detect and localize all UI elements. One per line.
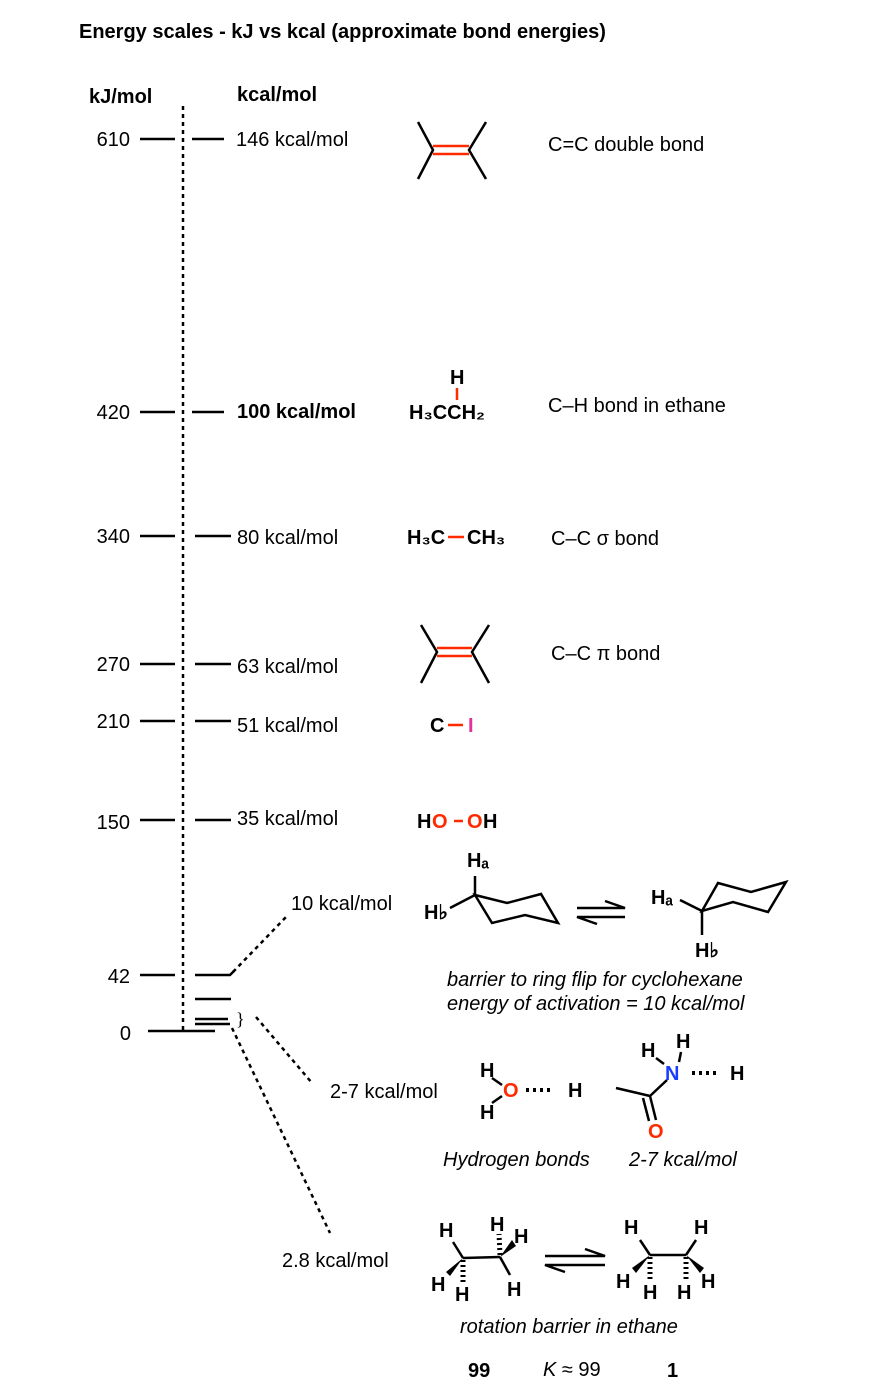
level-42: 42 10 kcal/mol — [108, 893, 392, 988]
atom-h: H — [480, 1060, 494, 1082]
kcal-value: 100 kcal/mol — [237, 401, 356, 423]
kcal-value: 63 kcal/mol — [237, 656, 338, 678]
kj-value: 42 — [108, 966, 130, 988]
kcal-header: kcal/mol — [237, 84, 317, 106]
level-610: 610 146 kcal/mol C=C double bond — [97, 129, 705, 156]
atom-h: H — [514, 1226, 528, 1248]
atom-h: H — [641, 1040, 655, 1062]
alkene-pi-structure — [419, 624, 491, 684]
hbond-caption: Hydrogen bonds — [443, 1149, 590, 1171]
kj-value: 150 — [97, 812, 130, 834]
atom-h: H — [417, 811, 431, 833]
formula-left: H₃C — [407, 527, 445, 549]
atom-o: O — [648, 1121, 664, 1143]
level-0: 0 — [120, 1023, 215, 1045]
ci-structure: C I — [430, 715, 474, 737]
atom-ha: Hₐ — [651, 887, 673, 909]
kcal-value: 51 kcal/mol — [237, 715, 338, 737]
kj-value: 340 — [97, 526, 130, 548]
bond-description: C–C π bond — [551, 643, 660, 665]
ethane-rotated: H H H H H H — [616, 1217, 715, 1304]
kcal-value: 146 kcal/mol — [236, 129, 348, 151]
atom-h: H — [730, 1063, 744, 1085]
atom-h: H — [490, 1214, 504, 1236]
atom-i: I — [468, 715, 474, 737]
rotation-energy: 2.8 kcal/mol — [282, 1250, 389, 1272]
atom-h: H — [701, 1271, 715, 1293]
atom-h: H — [624, 1217, 638, 1239]
rotation-equilibrium-arrows — [544, 1247, 606, 1274]
rotation-leader — [230, 1027, 332, 1234]
brace: } — [236, 1009, 245, 1029]
alkene-structure — [416, 121, 488, 180]
diagram-title: Energy scales - kJ vs kcal (approximate … — [79, 21, 606, 43]
level-340: 340 80 kcal/mol C–C σ bond — [97, 526, 659, 550]
atom-h: H — [431, 1274, 445, 1296]
kj-value: 210 — [97, 711, 130, 733]
bond-description: C–C σ bond — [551, 528, 659, 550]
atom-h: H — [507, 1279, 521, 1301]
atom-c: C — [430, 715, 444, 737]
atom-h: H — [568, 1080, 582, 1102]
atom-hb: H♭ — [695, 940, 719, 962]
equilibrium-constant: K ≈ 99 — [543, 1359, 601, 1381]
atom-h: H — [480, 1102, 494, 1124]
hbond-energy: 2-7 kcal/mol — [330, 1081, 438, 1103]
rotation-caption: rotation barrier in ethane — [460, 1316, 678, 1338]
atom-o: O — [467, 811, 483, 833]
kj-value: 420 — [97, 402, 130, 424]
atom-hb: H♭ — [424, 902, 448, 924]
atom-h: H — [676, 1031, 690, 1053]
cyclohexane-chair-1: Hₐ H♭ — [424, 850, 561, 925]
atom-h: H — [483, 811, 497, 833]
cyclohexane-chair-2: Hₐ H♭ — [651, 879, 789, 962]
water-hbond: H H O H — [480, 1060, 582, 1124]
formula-right: CH₃ — [467, 527, 505, 549]
kcal-value: 35 kcal/mol — [237, 808, 338, 830]
ethane-cc-structure: H₃C CH₃ — [407, 527, 505, 549]
activation-energy-caption: energy of activation = 10 kcal/mol — [447, 993, 745, 1015]
atom-h: H — [455, 1284, 469, 1306]
formula: H₃CCH₂ — [409, 402, 485, 424]
atom-h: H — [616, 1271, 630, 1293]
kcal-value: 80 kcal/mol — [237, 527, 338, 549]
ethane-staggered: H H H H H H — [431, 1214, 528, 1306]
atom-h: H — [450, 367, 464, 389]
atom-h: H — [677, 1282, 691, 1304]
hbond-leader — [255, 1016, 313, 1084]
kj-header: kJ/mol — [89, 86, 152, 108]
ring-flip-energy: 10 kcal/mol — [291, 893, 392, 915]
level-420: 420 100 kcal/mol C–H bond in ethane — [97, 395, 726, 424]
kj-value: 270 — [97, 654, 130, 676]
ring-flip-caption: barrier to ring flip for cyclohexane — [447, 969, 743, 991]
atom-ha: Hₐ — [467, 850, 489, 872]
atom-h: H — [643, 1282, 657, 1304]
kj-value: 610 — [97, 129, 130, 151]
atom-o: O — [432, 811, 448, 833]
atom-n: N — [665, 1063, 679, 1085]
amide-hbond: O N H H H — [615, 1031, 744, 1143]
bond-description: C=C double bond — [548, 134, 704, 156]
level-210: 210 51 kcal/mol — [97, 711, 339, 737]
atom-h: H — [694, 1217, 708, 1239]
atom-o: O — [503, 1080, 519, 1102]
level-270: 270 63 kcal/mol C–C π bond — [97, 643, 661, 678]
ratio-right: 1 — [667, 1360, 678, 1382]
ratio-left: 99 — [468, 1360, 490, 1382]
level-150: 150 35 kcal/mol — [97, 808, 339, 834]
bond-description: C–H bond in ethane — [548, 395, 726, 417]
kj-value: 0 — [120, 1023, 131, 1045]
hooh-structure: H O O H — [417, 811, 497, 833]
ethane-ch-structure: H H₃CCH₂ — [409, 367, 485, 424]
equilibrium-arrows — [576, 899, 626, 926]
hbond-caption-energy: 2-7 kcal/mol — [628, 1149, 737, 1171]
atom-h: H — [439, 1220, 453, 1242]
